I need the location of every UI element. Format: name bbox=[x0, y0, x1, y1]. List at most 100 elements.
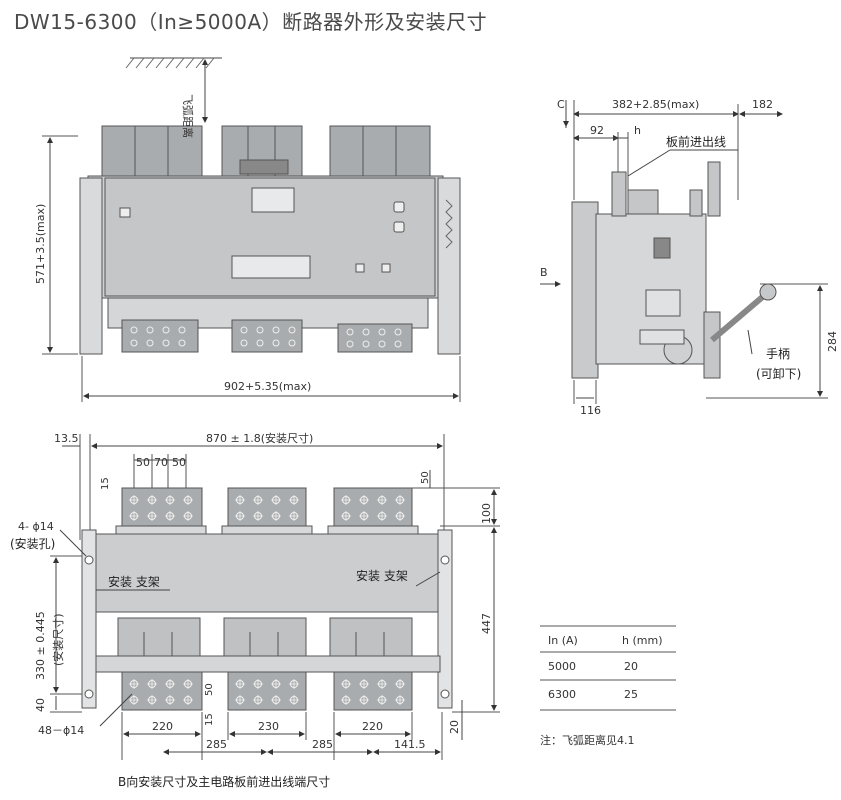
terminal-hole-grids bbox=[129, 495, 405, 705]
side-dim-116: 116 bbox=[580, 404, 601, 417]
install-size-label: (安装尺寸) bbox=[51, 613, 65, 666]
note-text: 注：飞弧距离见4.1 bbox=[540, 733, 635, 747]
terminal-hole-crosshair bbox=[359, 511, 369, 521]
terminal-hole-crosshair bbox=[341, 511, 351, 521]
terminal-hole-crosshair bbox=[183, 679, 193, 689]
table-cell-in: 5000 bbox=[548, 660, 576, 673]
terminal-hole-crosshair bbox=[147, 695, 157, 705]
terminal-hole-crosshair bbox=[235, 695, 245, 705]
terminal-hole-crosshair bbox=[359, 679, 369, 689]
terminal-hole-crosshair bbox=[165, 511, 175, 521]
bottom-view bbox=[50, 434, 500, 760]
terminal-hole-crosshair bbox=[377, 495, 387, 505]
terminal-hole-crosshair bbox=[129, 695, 139, 705]
dim-100: 100 bbox=[480, 503, 493, 524]
terminal-hole-crosshair bbox=[377, 695, 387, 705]
ceiling-hatch bbox=[125, 57, 222, 69]
table-cell-h: 25 bbox=[624, 688, 638, 701]
dim-15b: 15 bbox=[204, 713, 215, 726]
dim-50-mid: 50 bbox=[204, 683, 215, 696]
terminal-hole-crosshair bbox=[377, 511, 387, 521]
terminal-hole-crosshair bbox=[289, 679, 299, 689]
terminal-hole-crosshair bbox=[271, 495, 281, 505]
dim-40: 40 bbox=[34, 698, 47, 712]
front-height-dim: 571+3.5(max) bbox=[34, 204, 47, 284]
dim-220b: 220 bbox=[362, 720, 383, 733]
dim-141-5: 141.5 bbox=[394, 738, 426, 751]
terminal-hole-crosshair bbox=[235, 511, 245, 521]
dim-15a: 15 bbox=[100, 477, 111, 490]
front-incoming-label: 板前进出线 bbox=[666, 134, 726, 149]
terminal-hole-crosshair bbox=[341, 695, 351, 705]
table-cell-h: 20 bbox=[624, 660, 638, 673]
bracket-right-label: 安装 支架 bbox=[356, 568, 408, 583]
bottom-top-dim: 870 ± 1.8(安装尺寸) bbox=[206, 431, 313, 445]
terminal-hole-crosshair bbox=[395, 695, 405, 705]
terminal-hole-crosshair bbox=[129, 495, 139, 505]
terminal-hole-crosshair bbox=[359, 495, 369, 505]
terminal-hole-crosshair bbox=[253, 679, 263, 689]
dim-230: 230 bbox=[258, 720, 279, 733]
table-cell-in: 6300 bbox=[548, 688, 576, 701]
dim-285a: 285 bbox=[206, 738, 227, 751]
terminal-hole-crosshair bbox=[395, 679, 405, 689]
dim-70: 70 bbox=[154, 456, 168, 469]
side-view bbox=[540, 100, 828, 404]
terminal-hole-crosshair bbox=[147, 511, 157, 521]
hole-4-label: 4- ϕ14 bbox=[18, 520, 54, 533]
side-mark-b: B bbox=[540, 266, 548, 279]
terminal-hole-crosshair bbox=[165, 679, 175, 689]
dim-13-5: 13.5 bbox=[54, 432, 79, 445]
table-header-in: In (A) bbox=[548, 634, 578, 647]
side-right-dim: 182 bbox=[752, 98, 773, 111]
table-header-h: h (mm) bbox=[622, 634, 662, 647]
terminal-hole-crosshair bbox=[235, 495, 245, 505]
side-top-dim: 382+2.85(max) bbox=[612, 98, 699, 111]
hole-48-label: 48－ϕ14 bbox=[38, 724, 84, 737]
terminal-hole-crosshair bbox=[235, 679, 245, 689]
terminal-hole-crosshair bbox=[183, 511, 193, 521]
dim-50a: 50 bbox=[136, 456, 150, 469]
bracket-left-label: 安装 支架 bbox=[108, 574, 160, 589]
terminal-hole-crosshair bbox=[341, 495, 351, 505]
terminal-hole-crosshair bbox=[183, 695, 193, 705]
arc-distance-label: 飞弧距离 bbox=[181, 94, 195, 138]
dim-50-right: 50 bbox=[420, 471, 431, 484]
handle-removable-label: (可卸下) bbox=[756, 366, 801, 381]
hole-4-note: (安装孔) bbox=[10, 536, 55, 551]
dim-220a: 220 bbox=[152, 720, 173, 733]
terminal-hole-crosshair bbox=[271, 511, 281, 521]
terminal-hole-crosshair bbox=[147, 495, 157, 505]
terminal-hole-crosshair bbox=[395, 495, 405, 505]
terminal-hole-crosshair bbox=[129, 511, 139, 521]
terminal-hole-crosshair bbox=[183, 495, 193, 505]
terminal-hole-crosshair bbox=[147, 679, 157, 689]
terminal-hole-crosshair bbox=[165, 695, 175, 705]
dim-20: 20 bbox=[448, 720, 461, 734]
side-dim-h: h bbox=[634, 124, 641, 137]
terminal-hole-crosshair bbox=[271, 679, 281, 689]
dim-447: 447 bbox=[480, 613, 493, 634]
side-dim-92: 92 bbox=[590, 124, 604, 137]
spec-table bbox=[540, 625, 676, 711]
handle-label: 手柄 bbox=[766, 347, 790, 361]
terminal-hole-crosshair bbox=[289, 511, 299, 521]
terminal-hole-crosshair bbox=[289, 495, 299, 505]
side-dim-284: 284 bbox=[826, 331, 839, 352]
side-mark-c: C bbox=[557, 98, 565, 111]
page-title: DW15-6300（In≥5000A）断路器外形及安装尺寸 bbox=[14, 10, 488, 34]
terminal-hole-crosshair bbox=[165, 495, 175, 505]
terminal-hole-crosshair bbox=[341, 679, 351, 689]
terminal-hole-crosshair bbox=[129, 679, 139, 689]
terminal-hole-crosshair bbox=[395, 511, 405, 521]
terminal-hole-crosshair bbox=[359, 695, 369, 705]
front-width-dim: 902+5.35(max) bbox=[224, 380, 311, 393]
terminal-hole-crosshair bbox=[271, 695, 281, 705]
terminal-hole-crosshair bbox=[377, 679, 387, 689]
front-view bbox=[42, 57, 461, 402]
dim-50b: 50 bbox=[172, 456, 186, 469]
terminal-hole-crosshair bbox=[289, 695, 299, 705]
dim-285b: 285 bbox=[312, 738, 333, 751]
terminal-hole-crosshair bbox=[253, 695, 263, 705]
